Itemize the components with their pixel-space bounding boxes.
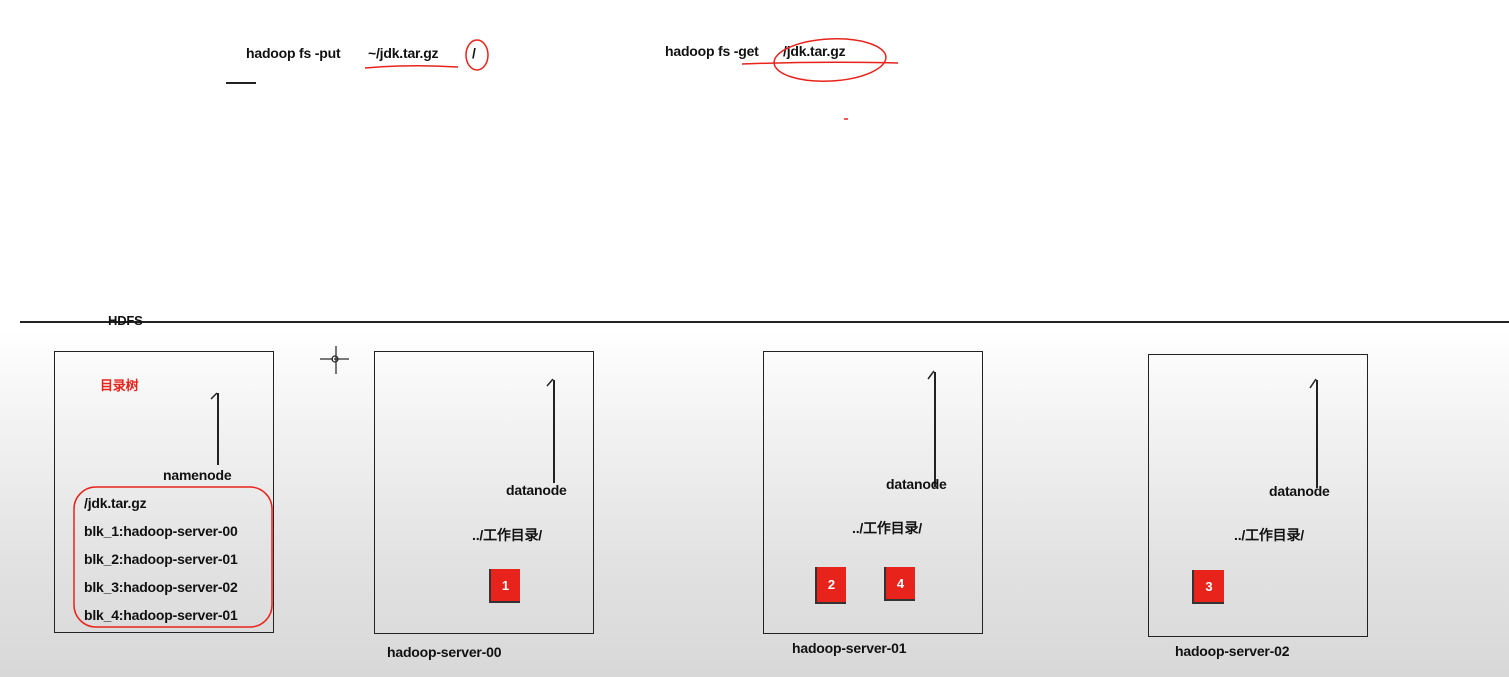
- namenode-entry: /jdk.tar.gz: [84, 495, 147, 511]
- server-name-label: hadoop-server-00: [387, 644, 502, 660]
- server-name-label: hadoop-server-01: [792, 640, 907, 656]
- hdfs-separator-line: [20, 321, 1509, 323]
- working-directory-label: ../工作目录/: [472, 527, 542, 543]
- put-command-source: ~/jdk.tar.gz: [368, 45, 439, 61]
- namenode-box: [54, 351, 274, 633]
- working-directory-label: ../工作目录/: [1234, 527, 1304, 543]
- datanode-box-server-02: [1148, 354, 1368, 637]
- data-block: 1: [489, 569, 520, 603]
- datanode-box-server-00: [374, 351, 594, 634]
- namenode-label: namenode: [163, 467, 232, 483]
- datanode-box-server-01: [763, 351, 983, 634]
- data-block: 2: [815, 567, 846, 604]
- datanode-pointer-line: [1316, 380, 1318, 488]
- working-directory-label: ../工作目录/: [852, 520, 922, 536]
- get-command-path: /jdk.tar.gz: [783, 43, 846, 59]
- namenode-entry: blk_1:hadoop-server-00: [84, 523, 238, 539]
- datanode-pointer-line: [934, 372, 936, 487]
- datanode-label: datanode: [886, 476, 947, 492]
- namenode-entry: blk_3:hadoop-server-02: [84, 579, 238, 595]
- namenode-entry: blk_4:hadoop-server-01: [84, 607, 238, 623]
- datanode-label: datanode: [506, 482, 567, 498]
- namenode-pointer-line: [217, 393, 219, 465]
- directory-tree-title: 目录树: [100, 378, 139, 393]
- data-block: 4: [884, 567, 915, 601]
- get-command-prefix: hadoop fs -get: [665, 43, 759, 59]
- put-command-prefix: hadoop fs -put: [246, 45, 341, 61]
- datanode-label: datanode: [1269, 483, 1330, 499]
- hdfs-label: HDFS: [108, 313, 143, 328]
- server-name-label: hadoop-server-02: [1175, 643, 1290, 659]
- namenode-entry: blk_2:hadoop-server-01: [84, 551, 238, 567]
- data-block: 3: [1192, 570, 1224, 604]
- put-command-destination: /: [472, 45, 476, 61]
- stray-underline: [226, 82, 256, 84]
- datanode-pointer-line: [553, 380, 555, 483]
